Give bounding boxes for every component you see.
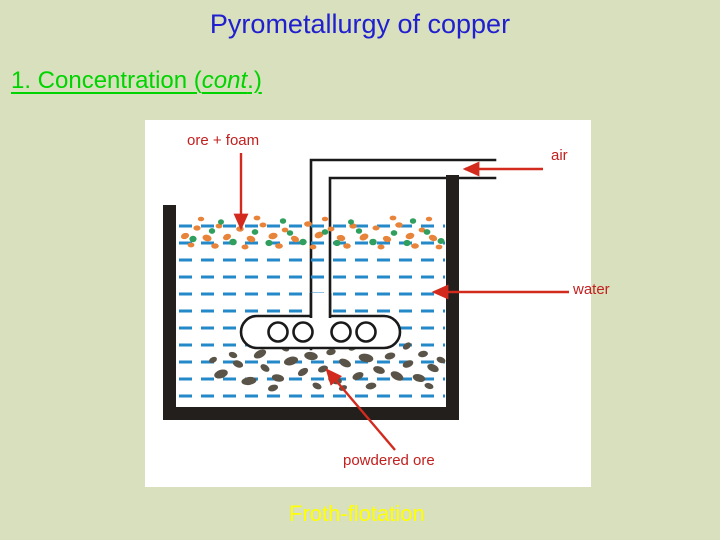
- tank-bottom-wall: [163, 407, 459, 420]
- label-powdered-ore: powdered ore: [343, 452, 435, 469]
- label-water: water: [573, 281, 610, 298]
- powdered-ore-arrow: [325, 368, 396, 451]
- flotation-tank: [163, 175, 459, 420]
- tank-left-wall: [163, 205, 176, 420]
- froth-flotation-diagram: ore + foam air water powdered ore: [145, 120, 610, 487]
- slide-caption: Froth-flotation: [289, 501, 425, 526]
- section-heading-prefix: 1. Concentration (: [11, 67, 202, 94]
- label-ore-foam: ore + foam: [187, 132, 260, 149]
- agitator-hole: [330, 321, 352, 343]
- page-title: Pyrometallurgy of copper: [209, 9, 511, 39]
- agitator-hole: [355, 321, 377, 343]
- section-heading-suffix: .): [247, 67, 262, 94]
- agitator-hole: [267, 321, 289, 343]
- section-heading-italic: cont: [201, 67, 248, 94]
- agitator: [239, 293, 402, 350]
- section-heading: 1. Concentration (cont.): [11, 67, 262, 95]
- tank-right-wall: [446, 175, 459, 420]
- foam-layer: [180, 215, 445, 250]
- label-air: air: [551, 147, 568, 164]
- diagram-canvas: [163, 153, 569, 451]
- agitator-hole: [292, 321, 314, 343]
- air-pipe: [309, 158, 497, 351]
